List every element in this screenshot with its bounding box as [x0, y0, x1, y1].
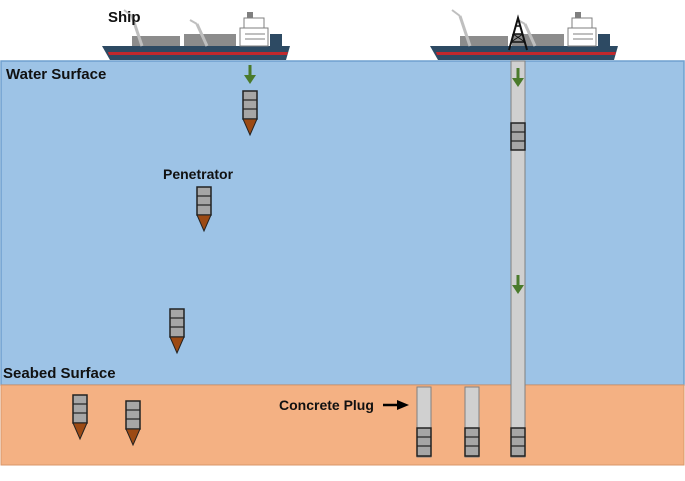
seabed-surface-label: Seabed Surface — [3, 365, 116, 382]
penetrator — [196, 186, 212, 233]
drill-pipe — [510, 60, 526, 458]
penetrator-in-plug — [464, 427, 480, 457]
cargo-ship-icon — [428, 8, 620, 62]
penetrator-in-pipe — [510, 122, 526, 151]
concrete-plug-label: Concrete Plug — [279, 397, 374, 413]
embedded-penetrator — [125, 400, 141, 447]
cargo-ship-with-derrick — [428, 8, 620, 62]
drilling-derrick-icon — [508, 14, 528, 51]
water-surface-label: Water Surface — [6, 66, 107, 83]
penetrator-in-plug — [416, 427, 432, 457]
down-arrow-icon — [512, 68, 524, 87]
penetrator — [242, 90, 258, 137]
down-arrow-icon — [512, 275, 524, 294]
embedded-penetrator — [72, 394, 88, 441]
ship-label: Ship — [108, 9, 141, 26]
water-column — [0, 60, 685, 386]
seabed-layer — [0, 384, 685, 466]
penetrator-label: Penetrator — [163, 166, 234, 182]
penetrator — [169, 308, 185, 355]
penetrator-in-pipe — [510, 427, 526, 457]
down-arrow-icon — [244, 65, 256, 84]
right-arrow-icon — [383, 400, 409, 410]
